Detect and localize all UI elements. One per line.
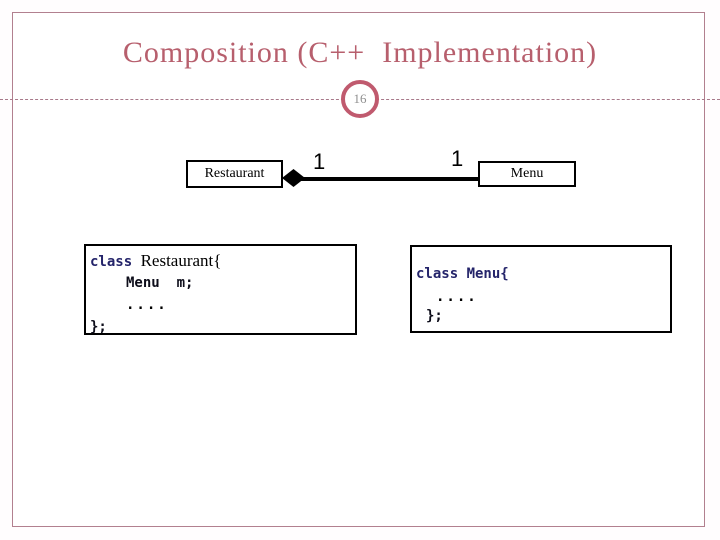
uml-class-box-restaurant: Restaurant xyxy=(186,160,283,188)
page-number: 16 xyxy=(353,91,367,106)
code-line: }; xyxy=(90,319,107,335)
keyword-class: class xyxy=(416,266,467,282)
code-line: }; xyxy=(426,308,443,324)
class-name-restaurant: Restaurant{ xyxy=(140,251,222,270)
composition-diamond-icon xyxy=(282,169,305,187)
uml-class-box-menu: Menu xyxy=(478,161,576,187)
multiplicity-label-right: 1 xyxy=(451,146,464,171)
code-line: .... xyxy=(126,297,168,313)
uml-class-name-restaurant: Restaurant xyxy=(204,166,265,181)
multiplicity-label-left: 1 xyxy=(313,149,326,174)
keyword-class: class xyxy=(90,254,141,270)
page-number-badge: 16 xyxy=(341,80,379,118)
code-line: class Restaurant{ xyxy=(90,250,355,272)
slide-title: Composition (C++ Implementation) xyxy=(122,36,598,69)
uml-class-name-menu: Menu xyxy=(510,166,544,181)
code-line: .... xyxy=(436,289,478,305)
code-line: class Menu{ xyxy=(416,263,670,285)
code-box-restaurant: class Restaurant{ Menu m; .... }; xyxy=(84,244,357,335)
association-line xyxy=(298,177,479,181)
class-name-menu: Menu{ xyxy=(466,266,509,282)
code-box-menu: class Menu{ .... }; xyxy=(410,245,672,333)
code-line: Menu m; xyxy=(126,275,194,291)
